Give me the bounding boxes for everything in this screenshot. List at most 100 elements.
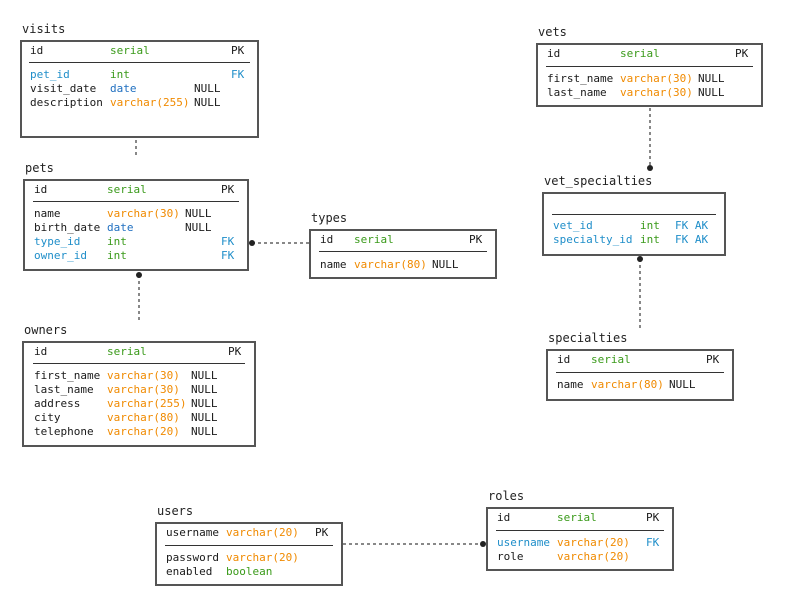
column-type: varchar(20) [557,536,630,549]
column-name: city [34,411,61,424]
column-type: varchar(20) [557,550,630,563]
pk-separator [29,62,250,63]
pk-flag: PK [315,526,329,539]
column-name: last_name [34,383,94,396]
column-type: int [107,235,127,248]
pk-column-name: id [547,47,561,60]
pk-separator [556,372,724,373]
vets-vetspecialties-connector [647,108,653,171]
column-name: specialty_id [553,233,633,246]
pk-flag: PK [228,345,242,358]
table-box: id serial PK first_name varchar(30) NULL last_… [22,341,256,447]
pk-column-name: id [497,511,511,524]
column-key-flag: FK [221,235,235,248]
column-name: last_name [547,86,607,99]
pk-column-type: serial [354,233,394,246]
pk-separator [552,214,716,215]
table-title: users [157,504,194,518]
column-nullable: NULL [191,397,218,410]
column-name: pet_id [30,68,70,81]
pk-column-name: id [34,345,48,358]
column-name: type_id [34,235,81,248]
column-nullable: NULL [191,411,218,424]
column-type: varchar(255) [107,397,187,410]
column-type: varchar(30) [620,86,693,99]
column-key-flag: FK AK [675,233,709,246]
column-nullable: NULL [194,82,221,95]
column-type: int [110,68,130,81]
table-title: visits [22,22,66,36]
column-nullable: NULL [191,369,218,382]
column-nullable: NULL [669,378,696,391]
table-visits[interactable]: visits id serial PK pet_id int FK visit_date dat… [20,22,259,138]
pk-column-type: serial [620,47,660,60]
column-type: date [107,221,134,234]
pk-column-type: serial [107,183,147,196]
column-name: name [557,378,584,391]
table-title: vets [538,25,567,39]
pk-separator [165,545,333,546]
column-key-flag: FK [221,249,235,262]
column-type: varchar(30) [107,369,180,382]
pk-separator [33,201,239,202]
column-name: telephone [34,425,94,438]
column-type: varchar(20) [226,551,299,564]
column-type: int [107,249,127,262]
table-title: vet_specialties [544,174,653,188]
connector-endpoint-dot [480,541,486,547]
pets-owners-connector [136,272,142,320]
pk-flag: PK [231,44,245,57]
column-name: visit_date [30,82,97,95]
column-type: boolean [226,565,273,578]
pk-separator [319,251,487,252]
column-name: birth_date [34,221,101,234]
table-title: specialties [548,331,628,345]
connector-endpoint-dot [136,272,142,278]
column-type: int [640,233,660,246]
connector-endpoint-dot [647,165,653,171]
pk-column-type: serial [107,345,147,358]
column-type: varchar(30) [620,72,693,85]
column-name: vet_id [553,219,593,232]
column-name: description [30,96,103,109]
column-name: owner_id [34,249,87,262]
pk-flag: PK [706,353,720,366]
column-name: first_name [34,369,101,382]
pk-separator [546,66,753,67]
column-type: varchar(20) [107,425,180,438]
pk-column-name: id [320,233,334,246]
column-nullable: NULL [185,221,212,234]
column-name: name [320,258,347,271]
pets-types-connector [249,240,309,246]
pk-flag: PK [221,183,235,196]
column-key-flag: FK [231,68,245,81]
pk-column-name: id [557,353,571,366]
column-type: varchar(30) [107,207,180,220]
pk-column-name: id [30,44,44,57]
column-type: varchar(80) [354,258,427,271]
column-nullable: NULL [698,72,725,85]
pk-column-type: serial [110,44,150,57]
column-name: first_name [547,72,614,85]
users-roles-connector [343,541,486,547]
column-nullable: NULL [194,96,221,109]
pk-flag: PK [646,511,660,524]
pk-column-type: varchar(20) [226,526,299,539]
column-nullable: NULL [191,425,218,438]
column-key-flag: FK AK [675,219,709,232]
column-name: password [166,551,219,564]
column-type: date [110,82,137,95]
